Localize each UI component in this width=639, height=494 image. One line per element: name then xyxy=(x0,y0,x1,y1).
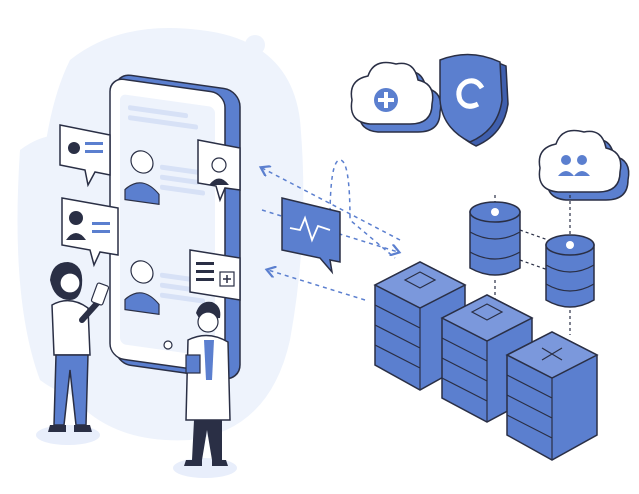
medical-cross-cloud-icon xyxy=(350,61,442,133)
database-icon xyxy=(469,201,521,276)
patient-figure xyxy=(48,262,110,432)
doctor-profile-icon xyxy=(124,150,160,206)
chat-bubble-icon xyxy=(59,124,111,188)
shield-check-icon xyxy=(439,53,509,147)
database-icon xyxy=(545,234,595,308)
data-flow-arrows xyxy=(262,159,400,301)
users-cloud-icon xyxy=(538,129,630,201)
smartphone xyxy=(109,74,241,380)
chat-bubble-icon xyxy=(197,139,241,203)
add-document-icon xyxy=(189,249,241,301)
doctor-figure xyxy=(184,301,231,466)
heartbeat-monitor-icon xyxy=(281,197,341,275)
patient-profile-icon xyxy=(124,260,160,316)
chat-bubble-icon xyxy=(61,197,119,268)
server-rack-icon xyxy=(505,331,599,461)
